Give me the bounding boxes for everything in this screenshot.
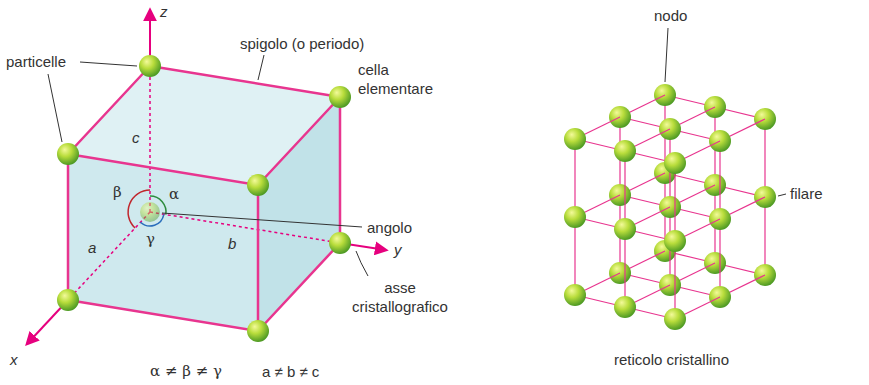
leader-line — [80, 62, 137, 66]
cell-edge — [68, 154, 258, 185]
leader-line — [665, 28, 668, 82]
relation-note: a ≠ b ≠ c — [262, 362, 319, 381]
callout-label: angolo — [367, 218, 412, 237]
callout-label: filare — [790, 184, 823, 203]
callout-label: asse cristallografico — [342, 278, 458, 316]
lattice-row — [624, 151, 625, 229]
lattice-node — [614, 296, 636, 318]
unit-cell — [27, 10, 786, 344]
cell-edge — [257, 185, 260, 331]
crystal-lattice — [564, 84, 776, 330]
cell-side-face — [258, 97, 340, 331]
lattice-row — [674, 163, 675, 241]
particle — [139, 55, 161, 77]
lattice-node — [664, 152, 686, 174]
lattice-row — [719, 141, 720, 219]
lattice-row — [764, 197, 765, 275]
lattice-row — [574, 139, 575, 217]
particle — [329, 232, 351, 254]
lattice-row — [719, 219, 720, 297]
edge-name: a — [88, 238, 96, 257]
cell-edge — [68, 300, 258, 331]
edge-name: b — [228, 234, 236, 253]
particle — [247, 174, 269, 196]
axis-b-dashed — [150, 212, 340, 243]
angle-name: β — [113, 183, 122, 202]
cell-face — [68, 66, 340, 331]
callout-label: particelle — [6, 52, 66, 71]
lattice-node — [564, 284, 586, 306]
leader-line — [778, 194, 786, 196]
particle — [247, 320, 269, 342]
relation-note: α ≠ β ≠ γ — [150, 362, 222, 381]
lattice-row — [624, 229, 625, 307]
leader-line — [356, 251, 368, 276]
angle-name: α — [169, 185, 179, 204]
cell-edge — [67, 154, 70, 300]
particle — [329, 86, 351, 108]
callout-label: nodo — [654, 6, 687, 25]
callout-label: spigolo (o periodo) — [240, 34, 364, 53]
axis-name: z — [160, 2, 168, 21]
cell-edge — [258, 243, 340, 331]
cell-edge — [150, 66, 340, 97]
lattice-node — [564, 128, 586, 150]
lattice-node — [614, 218, 636, 240]
cell-edge — [258, 97, 340, 185]
leader-line — [48, 74, 62, 142]
lattice-node — [564, 206, 586, 228]
edge-name: c — [132, 128, 140, 147]
cell-edge — [339, 97, 342, 243]
axis-a-dashed — [68, 212, 150, 300]
cell-edge — [68, 66, 150, 154]
angle-name: γ — [146, 230, 155, 249]
particle — [57, 143, 79, 165]
leader-line — [162, 213, 362, 227]
axis-name: x — [10, 350, 18, 369]
figure-caption: reticolo cristallino — [614, 350, 729, 369]
lattice-node — [614, 140, 636, 162]
lattice-row — [764, 119, 765, 197]
axis-name: y — [394, 240, 402, 259]
lattice-row — [674, 241, 675, 319]
leader-line — [258, 55, 264, 80]
callout-label: cella elementare — [358, 60, 448, 98]
particle — [57, 289, 79, 311]
particle-hidden — [140, 202, 160, 222]
lattice-node — [664, 308, 686, 330]
lattice-node — [664, 230, 686, 252]
lattice-row — [574, 217, 575, 295]
